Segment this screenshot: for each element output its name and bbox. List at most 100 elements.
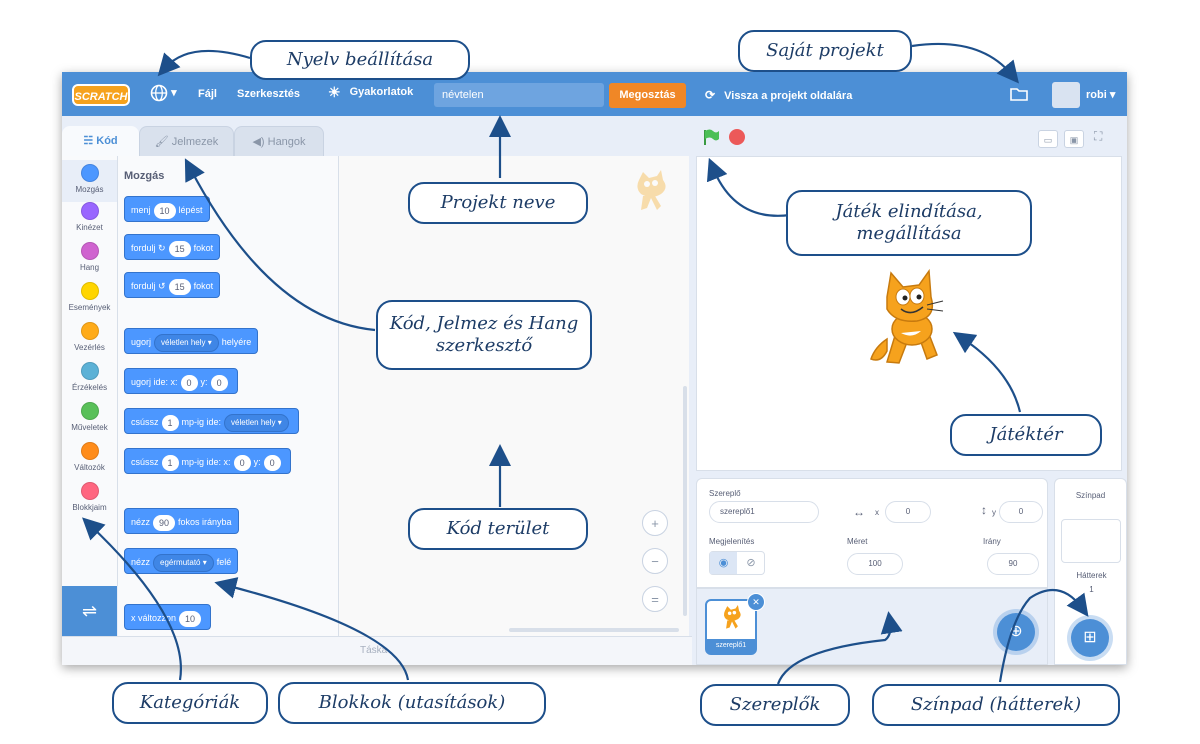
category-sensing[interactable]: Érzékelés bbox=[62, 362, 117, 392]
tab-costumes[interactable]: 🖌 Jelmezek bbox=[139, 126, 234, 156]
block-text: felé bbox=[216, 557, 232, 567]
chevron-down-icon: ▾ bbox=[1109, 89, 1116, 101]
category-sound[interactable]: Hang bbox=[62, 242, 117, 272]
visibility-toggle: ◉ ⊘ bbox=[709, 551, 765, 575]
arrow-language bbox=[157, 49, 251, 77]
see-project-page-button[interactable]: ⟳ Vissza a projekt oldalára bbox=[705, 88, 852, 102]
extension-icon: ⇌ bbox=[81, 601, 98, 621]
block-text: y: bbox=[200, 377, 208, 387]
share-button[interactable]: Megosztás bbox=[609, 83, 686, 108]
category-list: Mozgás Kinézet Hang Események Vezérlés É… bbox=[62, 156, 118, 586]
choose-backdrop-button[interactable]: ⊞ bbox=[1071, 619, 1109, 657]
category-operators[interactable]: Műveletek bbox=[62, 402, 117, 432]
zoom-in-button[interactable]: + bbox=[642, 510, 668, 536]
tab-sounds[interactable]: ◀) Hangok bbox=[234, 126, 324, 156]
sprite-watermark-icon bbox=[637, 170, 666, 210]
category-motion[interactable]: Mozgás bbox=[62, 160, 117, 202]
block-text: csússz bbox=[131, 457, 159, 467]
x-input[interactable]: 0 bbox=[885, 501, 931, 523]
direction-input[interactable]: 90 bbox=[987, 553, 1039, 575]
code-vertical-scrollbar[interactable] bbox=[683, 386, 687, 616]
y-input[interactable]: 0 bbox=[999, 501, 1043, 523]
file-menu[interactable]: Fájl bbox=[198, 88, 217, 100]
fullscreen-button[interactable]: ⛶ bbox=[1094, 129, 1102, 144]
arrow-stage-backdrops bbox=[998, 588, 1089, 683]
arrow-start-stop bbox=[706, 157, 791, 217]
size-input[interactable]: 100 bbox=[847, 553, 903, 575]
block-dropdown[interactable]: véletlen hely ▾ bbox=[224, 413, 289, 432]
backpack-bar[interactable]: Táska bbox=[62, 636, 692, 665]
code-area[interactable]: + − = bbox=[339, 156, 689, 636]
show-label: Megjelenítés bbox=[709, 537, 755, 546]
small-stage-button[interactable]: ▭ bbox=[1038, 130, 1058, 148]
user-menu[interactable]: robi ▾ bbox=[1086, 88, 1115, 101]
category-looks[interactable]: Kinézet bbox=[62, 202, 117, 232]
y-label: y bbox=[992, 508, 996, 517]
stop-icon[interactable] bbox=[728, 128, 746, 146]
my-stuff-button[interactable] bbox=[1010, 86, 1028, 104]
eye-icon: ◉ bbox=[718, 557, 729, 569]
block-dropdown[interactable]: véletlen hely ▾ bbox=[154, 333, 219, 352]
category-variables[interactable]: Változók bbox=[62, 442, 117, 472]
scratch-logo[interactable]: SCRATCH bbox=[72, 84, 130, 106]
avatar[interactable] bbox=[1052, 82, 1080, 108]
trash-icon: ✕ bbox=[752, 597, 760, 607]
code-horizontal-scrollbar[interactable] bbox=[509, 628, 679, 632]
block-input[interactable]: 1 bbox=[161, 414, 179, 431]
rotate-left-icon: ↺ bbox=[158, 281, 166, 291]
block-input[interactable]: 90 bbox=[153, 514, 176, 531]
large-stage-button[interactable]: ▣ bbox=[1064, 130, 1084, 148]
small-stage-icon: ▭ bbox=[1043, 135, 1053, 145]
block-input[interactable]: 0 bbox=[180, 374, 198, 391]
callout-blocks: Blokkok (utasítások) bbox=[278, 682, 546, 724]
block-input[interactable]: 0 bbox=[263, 454, 281, 471]
language-menu[interactable]: ▾ bbox=[150, 84, 177, 102]
cat-sprite[interactable] bbox=[857, 267, 957, 367]
large-stage-icon: ▣ bbox=[1069, 135, 1079, 145]
edit-menu[interactable]: Szerkesztés bbox=[237, 88, 300, 100]
tutorials-menu[interactable]: ☀ Gyakorlatok bbox=[328, 84, 413, 101]
green-flag-icon[interactable] bbox=[702, 128, 720, 146]
zoom-reset-button[interactable]: = bbox=[642, 586, 668, 612]
block-input[interactable]: 10 bbox=[153, 202, 176, 219]
add-extension-button[interactable]: ⇌ bbox=[62, 586, 117, 636]
cat-thumbnail-icon bbox=[723, 605, 741, 629]
block-input[interactable]: 15 bbox=[168, 240, 191, 257]
stage-pane-title: Színpad bbox=[1075, 491, 1106, 500]
block-input[interactable]: 0 bbox=[210, 374, 228, 391]
category-dot bbox=[80, 164, 99, 182]
hide-button[interactable]: ⊘ bbox=[738, 552, 764, 574]
tab-code[interactable]: ☵ Kód bbox=[62, 126, 139, 156]
project-title-input[interactable]: névtelen bbox=[434, 83, 604, 107]
block-input[interactable]: 15 bbox=[168, 278, 191, 295]
speaker-icon: ◀) bbox=[252, 136, 265, 148]
sprite-thumbnail[interactable]: szereplő1 bbox=[705, 599, 757, 655]
category-dot bbox=[80, 322, 99, 340]
block-input[interactable]: 0 bbox=[233, 454, 251, 471]
block-text: fordulj bbox=[131, 281, 156, 291]
category-label: Blokkjaim bbox=[72, 503, 107, 512]
backdrop-thumbnail[interactable] bbox=[1061, 519, 1121, 563]
show-button[interactable]: ◉ bbox=[710, 552, 737, 574]
category-my-blocks[interactable]: Blokkjaim bbox=[62, 482, 117, 512]
delete-sprite-button[interactable]: ✕ bbox=[747, 593, 765, 611]
stage-pane[interactable]: Színpad Hátterek 1 ⊞ bbox=[1054, 478, 1127, 665]
sprite-name-input[interactable]: szereplő1 bbox=[709, 501, 819, 523]
category-events[interactable]: Események bbox=[62, 282, 117, 312]
block-text: csússz bbox=[131, 417, 159, 427]
block-input[interactable]: 10 bbox=[179, 610, 202, 627]
zoom-out-button[interactable]: − bbox=[642, 548, 668, 574]
category-control[interactable]: Vezérlés bbox=[62, 322, 117, 352]
block-input[interactable]: 1 bbox=[161, 454, 179, 471]
block-dropdown[interactable]: egérmutató ▾ bbox=[153, 553, 214, 572]
